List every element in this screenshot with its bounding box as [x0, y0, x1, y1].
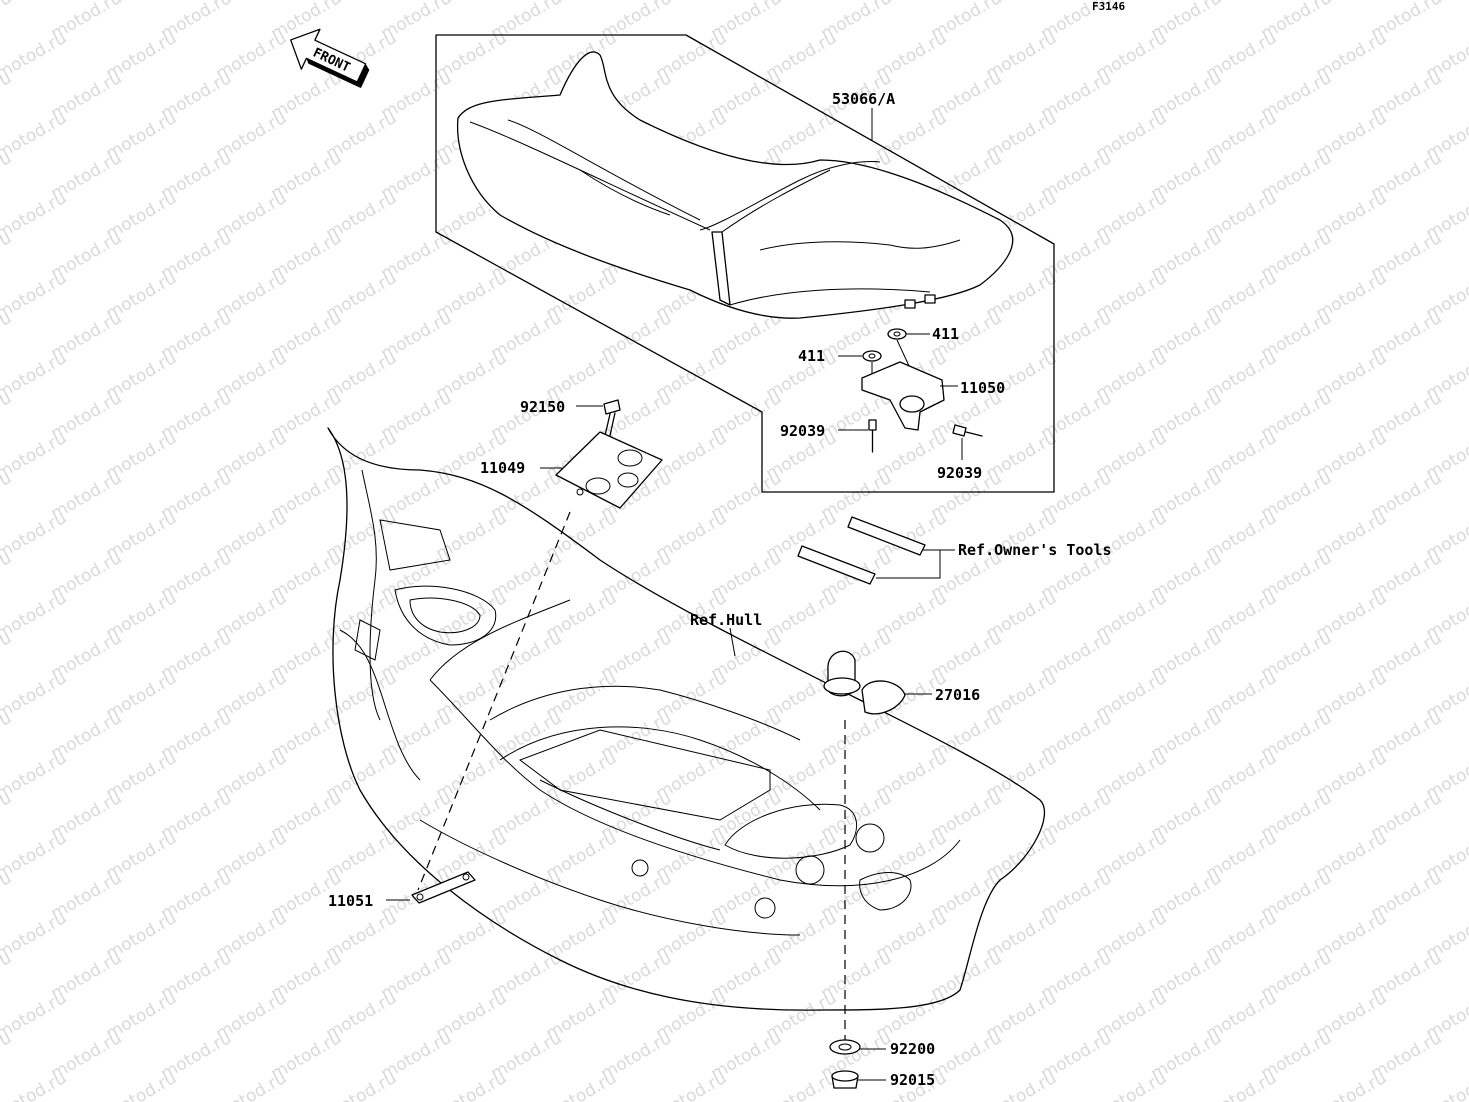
- nut-bottom-part: [831, 1070, 859, 1089]
- washer-left-part: [862, 350, 882, 362]
- watermark-text: motod.ru: [0, 28, 70, 84]
- watermark-text: motod.ru: [543, 1068, 621, 1102]
- strap-top-part: [847, 516, 926, 556]
- watermark-text: motod.ru: [0, 668, 70, 724]
- owners-tools-ref-label: Ref.Owner's Tools: [958, 541, 1112, 559]
- watermark-text: motod.ru: [0, 908, 70, 964]
- figure-code: F3146: [1092, 0, 1125, 13]
- watermark-text: motod.ru: [0, 508, 70, 564]
- watermark-text: motod.ru: [1423, 1068, 1469, 1102]
- watermark-text: motod.ru: [0, 428, 70, 484]
- watermark-text: motod.ru: [653, 1068, 731, 1102]
- plate-label: 11051: [328, 892, 373, 910]
- washer-top-label: 411: [932, 325, 959, 343]
- watermark-text: motod.ru: [0, 748, 70, 804]
- watermark-text: motod.ru: [763, 1068, 841, 1102]
- hull-part: [327, 427, 1046, 1011]
- washer-top-part: [887, 328, 907, 340]
- washer-bottom-label: 92200: [890, 1040, 935, 1058]
- watermark-text: motod.ru: [0, 588, 70, 644]
- bracket-left-label: 11049: [480, 459, 525, 477]
- bracket-right-label: 11050: [960, 379, 1005, 397]
- pin-left-label: 92039: [780, 422, 825, 440]
- bracket-right-part: [861, 361, 945, 431]
- watermark-text: motod.ru: [0, 988, 70, 1044]
- hull-ref-label: Ref.Hull: [690, 611, 762, 629]
- watermark-text: motod.ru: [0, 0, 15, 44]
- plate-part: [411, 871, 476, 904]
- pin-right-part: [952, 424, 983, 437]
- seat-group-outline: [435, 34, 1055, 493]
- pin-left-part: [868, 419, 877, 453]
- watermark-text: motod.ru: [0, 828, 70, 884]
- strap-bottom-part: [797, 545, 876, 585]
- watermark-text: motod.ru: [0, 188, 70, 244]
- watermark-text: motod.ru: [983, 1068, 1061, 1102]
- bolt-label: 92150: [520, 398, 565, 416]
- pin-right-label: 92039: [937, 464, 982, 482]
- watermark-text: motod.ru: [0, 348, 70, 404]
- washer-bottom-part: [829, 1039, 861, 1055]
- watermark-text: motod.ru: [0, 1068, 70, 1102]
- watermark-text: motod.ru: [213, 1068, 291, 1102]
- seat-part: [456, 51, 1014, 319]
- watermark-text: motod.ru: [0, 108, 70, 164]
- watermark-text: motod.ru: [103, 1068, 181, 1102]
- watermark-text: motod.ru: [1313, 1068, 1391, 1102]
- watermark-text: motod.ru: [1203, 1068, 1281, 1102]
- nut-bottom-label: 92015: [890, 1071, 935, 1089]
- bolt-part: [603, 399, 621, 441]
- watermark-text: motod.ru: [1093, 1068, 1171, 1102]
- watermark-text: motod.ru: [0, 268, 70, 324]
- front-arrow-icon: FRONT: [290, 28, 370, 89]
- cap-label: 27016: [935, 686, 980, 704]
- watermark-text: motod.ru: [433, 1068, 511, 1102]
- watermark-text: motod.ru: [323, 1068, 401, 1102]
- seat-label: 53066/A: [832, 90, 895, 108]
- cap-part: [823, 650, 906, 715]
- washer-left-label: 411: [798, 347, 825, 365]
- bracket-left-part: [555, 431, 663, 509]
